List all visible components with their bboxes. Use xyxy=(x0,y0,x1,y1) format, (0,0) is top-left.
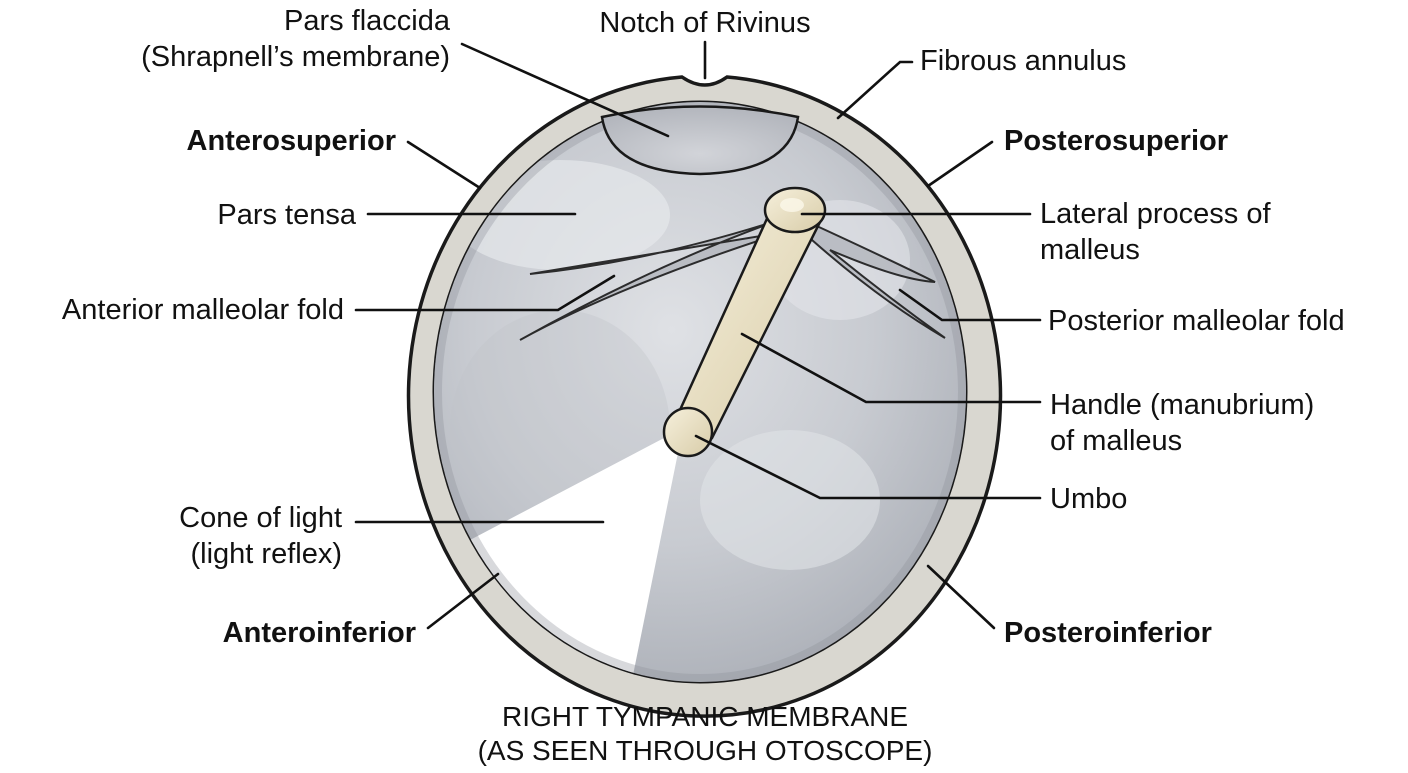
label-cone-of-light-line1: Cone of light xyxy=(179,502,342,534)
leader-pars-flaccida xyxy=(460,42,670,138)
labels: Pars flaccida (Shrapnell’s membrane) Not… xyxy=(62,5,1345,649)
label-fibrous-annulus: Fibrous annulus xyxy=(920,45,1126,77)
leader-anterosuperior xyxy=(406,140,482,190)
label-lateral-process-line1: Lateral process of xyxy=(1040,198,1271,230)
caption-line2: (AS SEEN THROUGH OTOSCOPE) xyxy=(478,735,933,766)
leader-umbo xyxy=(694,434,1042,500)
pars-flaccida xyxy=(600,105,800,176)
leader-lines xyxy=(354,40,1042,630)
label-posteroinferior: Posteroinferior xyxy=(1004,617,1212,649)
caption: RIGHT TYMPANIC MEMBRANE (AS SEEN THROUGH… xyxy=(478,701,933,766)
malleus-umbo-tip xyxy=(662,406,714,458)
posterior-malleolar-fold xyxy=(806,220,946,339)
leader-posterosuperior xyxy=(926,140,994,188)
leader-posteroinferior xyxy=(926,564,996,630)
label-handle-of-malleus-line2: of malleus xyxy=(1050,425,1182,457)
leader-fibrous-annulus xyxy=(836,60,914,120)
label-handle-of-malleus-line1: Handle (manubrium) xyxy=(1050,389,1314,421)
label-posterior-malleolar-fold: Posterior malleolar fold xyxy=(1048,305,1345,337)
label-anteroinferior: Anteroinferior xyxy=(223,617,416,649)
malleus xyxy=(662,186,827,458)
label-notch-of-rivinus: Notch of Rivinus xyxy=(599,7,810,39)
membrane xyxy=(434,102,966,682)
leader-handle-of-malleus xyxy=(740,332,1042,404)
label-pars-flaccida-line2: (Shrapnell’s membrane) xyxy=(141,41,450,73)
label-pars-tensa: Pars tensa xyxy=(217,199,356,231)
label-pars-flaccida-line1: Pars flaccida xyxy=(284,5,451,37)
leader-anterior-malleolar-fold xyxy=(354,274,616,312)
label-anterior-malleolar-fold: Anterior malleolar fold xyxy=(62,294,344,326)
label-umbo: Umbo xyxy=(1050,483,1127,515)
label-posterosuperior: Posterosuperior xyxy=(1004,125,1228,157)
leader-anteroinferior xyxy=(426,572,500,630)
label-lateral-process-line2: malleus xyxy=(1040,234,1140,266)
label-cone-of-light-line2: (light reflex) xyxy=(191,538,343,570)
anterior-malleolar-fold xyxy=(519,217,786,341)
caption-line1: RIGHT TYMPANIC MEMBRANE xyxy=(502,701,908,732)
leader-posterior-malleolar-fold xyxy=(898,288,1042,322)
label-anterosuperior: Anterosuperior xyxy=(187,125,396,157)
